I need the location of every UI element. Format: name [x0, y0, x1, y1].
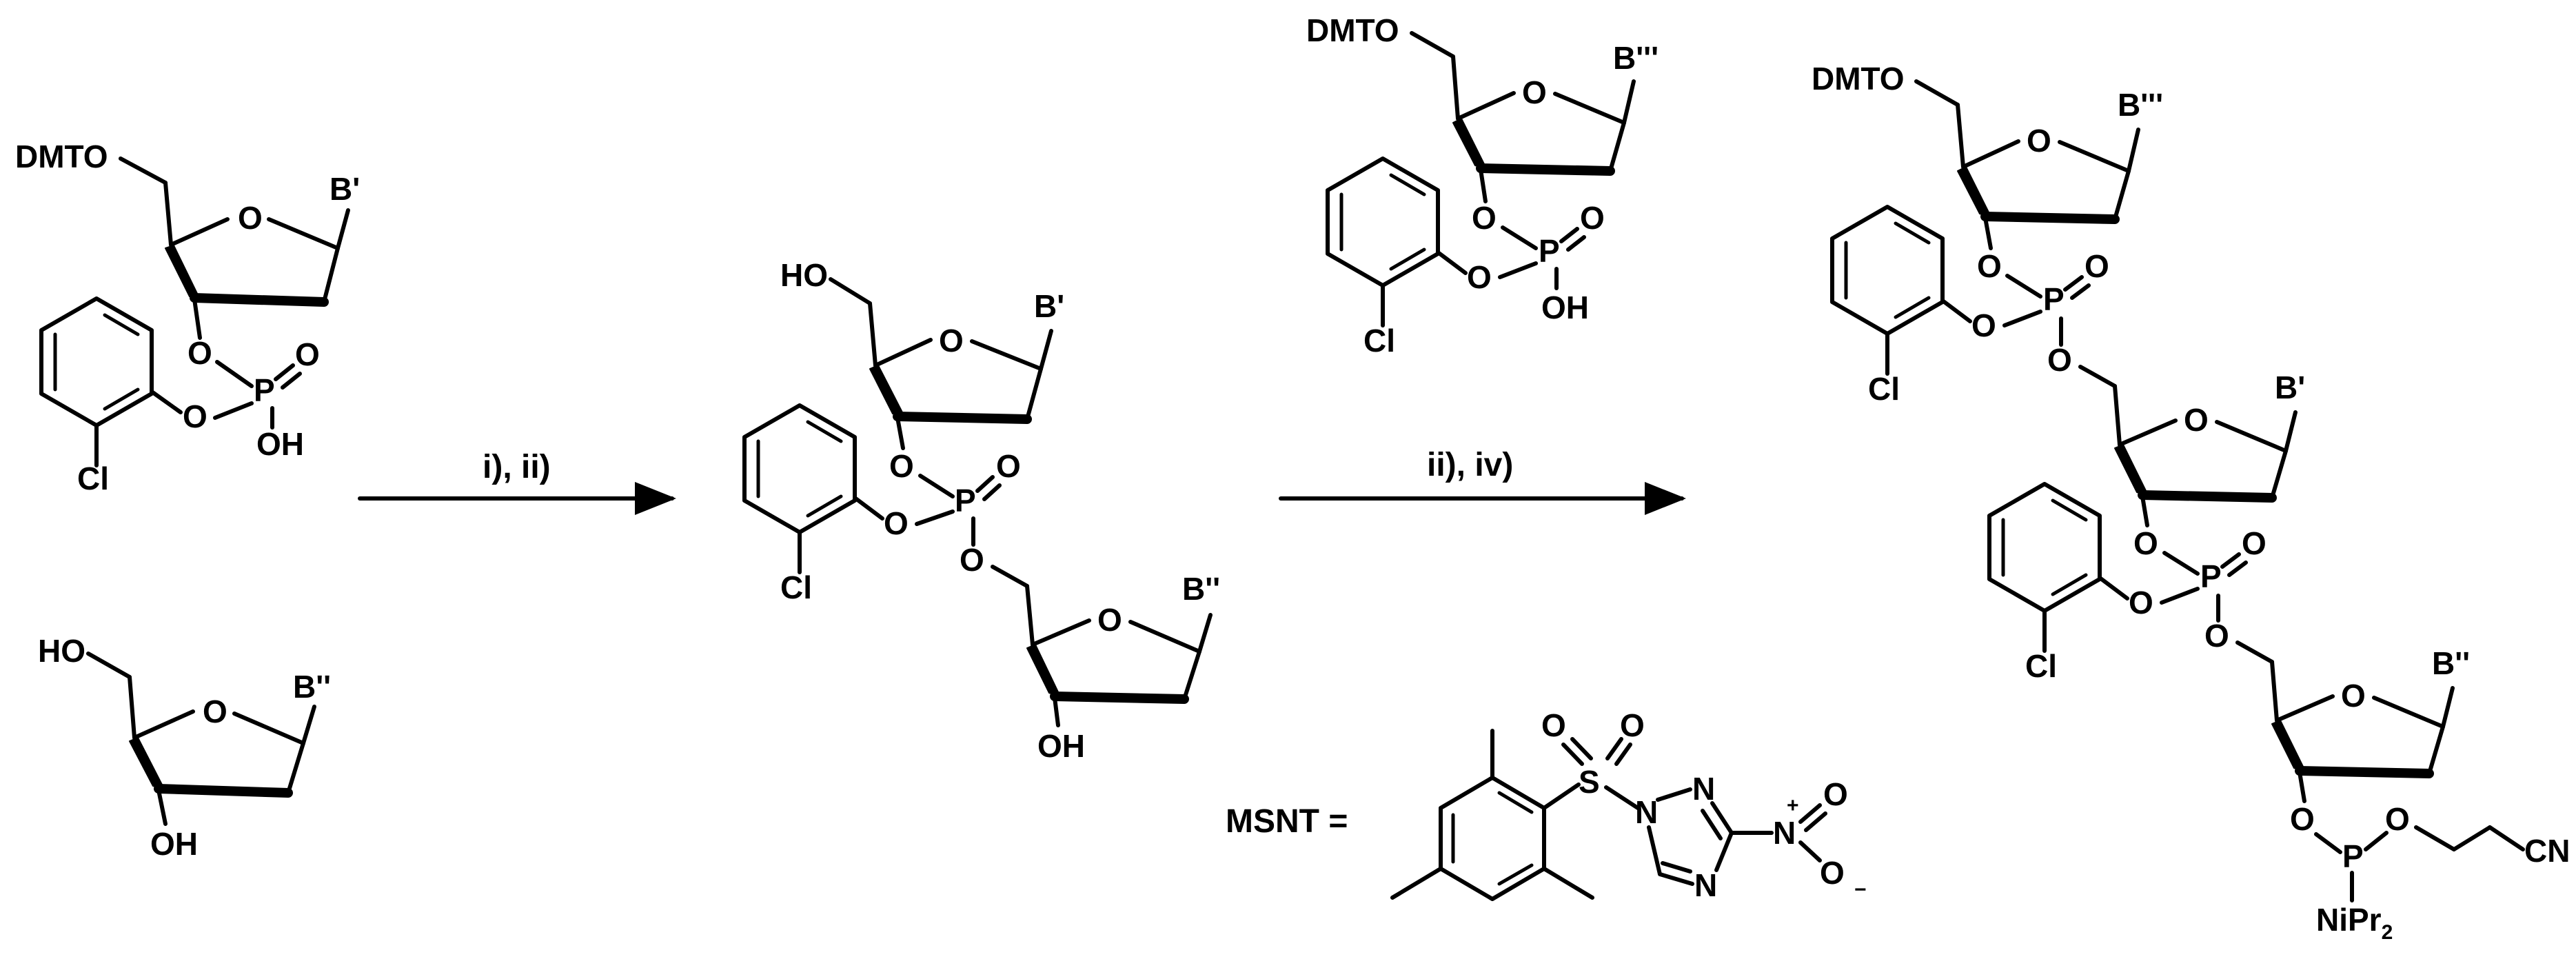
no2-o1-label: O [1823, 776, 1848, 812]
chlorophenyl-ring [41, 299, 152, 465]
p-label: P [2200, 558, 2222, 594]
compound-4-dmt-nucleotide: DMTO O B''' O P O OH O Cl [1306, 12, 1659, 359]
p-label: P [2043, 281, 2065, 317]
cl-label: Cl [1363, 323, 1395, 359]
no2-o2-label: O [1820, 855, 1845, 891]
reaction-arrow-1: i), ii) [358, 449, 676, 515]
ring-o-label: O [939, 323, 964, 359]
cl-label: Cl [780, 569, 812, 605]
msnt-definition: MSNT = S O O N N N N + [1226, 707, 1867, 903]
compound-2-nucleoside: HO O B'' OH [38, 633, 331, 862]
ring-o-label: O [238, 200, 263, 236]
so-label-1: O [1541, 707, 1566, 743]
base-label: B''' [2118, 87, 2163, 123]
compound-3-dinucleotide: HO O B' O P O O Cl O O B'' OH [744, 257, 1220, 764]
o3-label: O [187, 335, 212, 371]
base-label: B' [1034, 288, 1064, 324]
reaction-arrow-2: ii), iv) [1279, 447, 1686, 515]
dmto-label: DMTO [1812, 61, 1905, 97]
oh-label: OH [1541, 290, 1589, 325]
o-aryl-label: O [183, 398, 207, 434]
ring-o-label: O [2184, 402, 2209, 438]
p-label: P [1539, 233, 1560, 269]
base-label: B' [2275, 370, 2305, 405]
po-label: O [2085, 248, 2109, 284]
no2-n-label: N [1773, 815, 1796, 851]
po-label: O [2242, 525, 2266, 561]
base-label: B'' [2432, 645, 2470, 681]
mesityl-ring [1390, 729, 1594, 901]
o3-label: O [1977, 248, 2002, 284]
o3-label: O [2290, 801, 2315, 837]
o5-label: O [960, 542, 984, 578]
p-label: P [955, 483, 976, 518]
n1-label: N [1635, 794, 1658, 830]
o3-label: O [2133, 525, 2158, 561]
n4-label: N [1694, 867, 1717, 903]
o-aryl-label: O [2129, 585, 2153, 620]
nipr2-label: NiPr2 [2316, 902, 2393, 944]
o5-label: O [2047, 342, 2072, 378]
po-label: O [1580, 200, 1605, 236]
ring-o-label: O [1522, 74, 1547, 110]
chlorophenyl-ring [1989, 484, 2100, 651]
o-aryl-label: O [1467, 259, 1492, 295]
oh-label: OH [256, 426, 304, 462]
chlorophenyl-ring [1328, 159, 1438, 325]
o5-label: O [2204, 618, 2229, 654]
ring-o-label: O [203, 694, 227, 729]
ring-o-label: O [2027, 123, 2051, 159]
base-label: B' [329, 171, 360, 207]
chlorophenyl-ring [744, 405, 855, 572]
so-label-2: O [1620, 707, 1645, 743]
o3-label: O [889, 448, 914, 484]
n2-label: N [1692, 771, 1715, 807]
chlorophenyl-ring [1832, 207, 1943, 374]
ring-o-label: O [2341, 678, 2366, 714]
compound-1-dmt-nucleotide: DMTO O B' O P O OH O Cl [15, 139, 360, 496]
msnt-label: MSNT = [1226, 803, 1348, 840]
cl-label: Cl [1868, 371, 1900, 407]
base-label: B'' [1182, 571, 1220, 607]
plus-charge: + [1787, 794, 1799, 817]
ho-label: HO [780, 257, 828, 293]
base-label: B'' [293, 669, 331, 705]
po-label: O [295, 336, 320, 372]
s-label: S [1579, 764, 1600, 800]
p-label: P [2342, 838, 2364, 874]
arrow-1-label: i), ii) [483, 449, 551, 485]
ho-label: HO [38, 633, 85, 669]
o-aryl-label: O [884, 505, 909, 541]
arrow-2-label: ii), iv) [1427, 447, 1513, 483]
po-label: O [996, 448, 1021, 484]
oh-label: OH [150, 826, 198, 862]
cn-label: CN [2524, 833, 2570, 869]
dmto-label: DMTO [15, 139, 108, 174]
sugar-ring [165, 217, 340, 307]
o3-label: O [1472, 200, 1497, 236]
base-label: B''' [1613, 40, 1659, 76]
o-aryl-label: O [1971, 307, 1996, 343]
dmto-label: DMTO [1306, 12, 1399, 48]
ring-o-label: O [1097, 602, 1122, 638]
p-label: P [254, 372, 275, 408]
cl-label: Cl [77, 461, 109, 496]
product-trinucleotide: DMTO O B''' O P O O Cl O O B' O [1812, 61, 2570, 944]
cl-label: Cl [2025, 648, 2057, 684]
minus-charge: − [1854, 878, 1867, 901]
oh-label: OH [1037, 728, 1085, 764]
o-ce-label: O [2385, 801, 2410, 837]
